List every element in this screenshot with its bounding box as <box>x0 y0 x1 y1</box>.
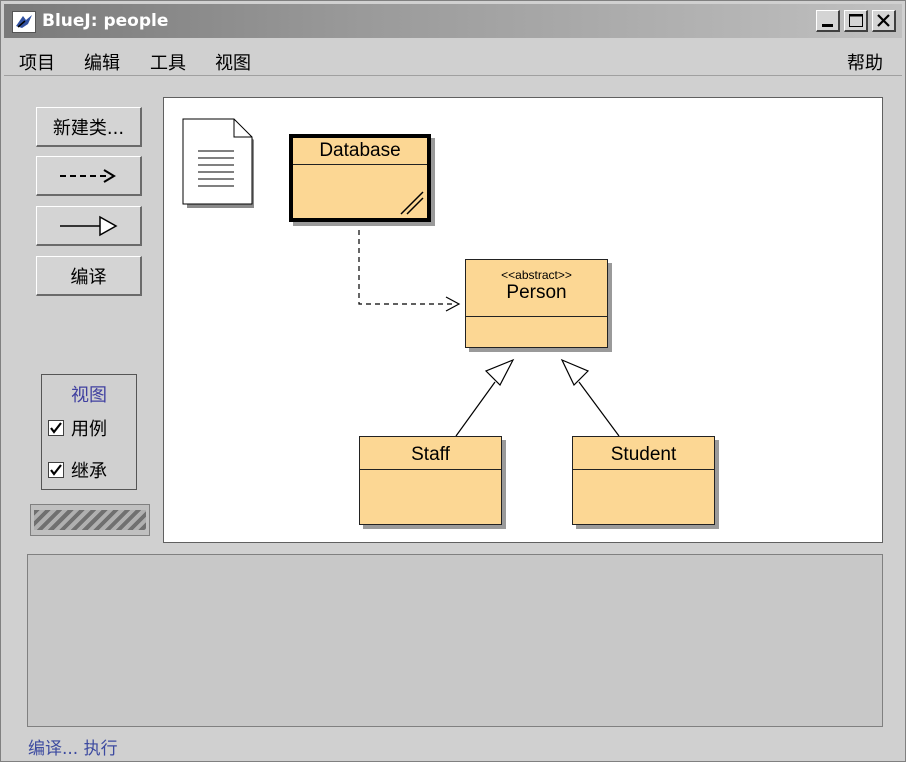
class-student-name: Student <box>610 444 677 465</box>
staff-inheritance-line <box>455 381 496 437</box>
class-person-name: Person <box>506 282 567 303</box>
class-staff-name: Staff <box>411 444 450 465</box>
minimize-icon <box>822 24 833 27</box>
uses-label: 用例 <box>71 419 107 440</box>
inheritance-label: 继承 <box>71 461 107 482</box>
close-icon <box>877 14 890 27</box>
class-person[interactable]: <<abstract>> Person <box>465 259 608 348</box>
menu-edit[interactable]: 编辑 <box>84 53 120 74</box>
menu-project[interactable]: 项目 <box>19 53 55 74</box>
check-icon <box>50 422 62 434</box>
message-area <box>27 554 883 727</box>
uses-checkbox[interactable] <box>48 420 64 436</box>
close-button[interactable] <box>872 10 896 32</box>
uses-arrowhead <box>445 296 461 312</box>
class-person-header: <<abstract>> Person <box>466 260 607 317</box>
relationship-lines <box>358 230 620 437</box>
staff-inheritance-arrowhead <box>484 358 515 387</box>
student-inheritance-line <box>578 381 620 437</box>
bluej-logo-icon <box>12 11 36 33</box>
new-class-button[interactable]: 新建类... <box>36 107 142 147</box>
inheritance-checkbox[interactable] <box>48 462 64 478</box>
compile-label: 编译 <box>70 266 107 288</box>
uses-arrow-button[interactable] <box>36 156 142 196</box>
class-person-stereotype: <<abstract>> <box>501 268 572 282</box>
menu-help[interactable]: 帮助 <box>847 53 883 74</box>
student-inheritance-arrowhead <box>560 358 590 387</box>
class-database-name: Database <box>319 140 401 161</box>
menu-tools[interactable]: 工具 <box>150 53 186 74</box>
view-panel: 视图 用例 继承 <box>41 374 137 490</box>
check-icon <box>50 464 62 476</box>
new-class-label: 新建类... <box>52 117 125 139</box>
class-student-header: Student <box>573 437 714 470</box>
uncompiled-hatch-icon <box>400 191 424 215</box>
document-icon[interactable] <box>182 118 258 208</box>
maximize-icon <box>849 14 863 27</box>
minimize-button[interactable] <box>816 10 840 32</box>
class-staff[interactable]: Staff <box>359 436 502 525</box>
window-title: BlueJ: people <box>42 11 169 31</box>
uses-checkbox-row[interactable]: 用例 <box>48 415 107 441</box>
machine-activity-indicator <box>30 504 150 536</box>
inheritance-checkbox-row[interactable]: 继承 <box>48 457 107 483</box>
class-database-header: Database <box>293 138 427 165</box>
maximize-button[interactable] <box>844 10 868 32</box>
dashed-arrow-icon <box>59 168 116 183</box>
compile-button[interactable]: 编译 <box>36 256 142 296</box>
status-text: 编译... 执行 <box>28 739 118 759</box>
uses-line <box>358 230 456 305</box>
class-diagram-canvas[interactable]: Database <<abstract>> Person Staff Stude… <box>163 97 883 543</box>
menu-bar: 项目 编辑 工具 视图 帮助 <box>4 41 902 76</box>
title-bar[interactable]: BlueJ: people <box>4 4 902 38</box>
class-student[interactable]: Student <box>572 436 715 525</box>
inheritance-arrow-icon <box>59 215 118 236</box>
inheritance-arrow-button[interactable] <box>36 206 142 246</box>
class-staff-header: Staff <box>360 437 501 470</box>
menu-view[interactable]: 视图 <box>215 53 251 74</box>
view-panel-title: 视图 <box>71 385 107 406</box>
class-database[interactable]: Database <box>289 134 431 222</box>
activity-bar <box>34 510 146 530</box>
